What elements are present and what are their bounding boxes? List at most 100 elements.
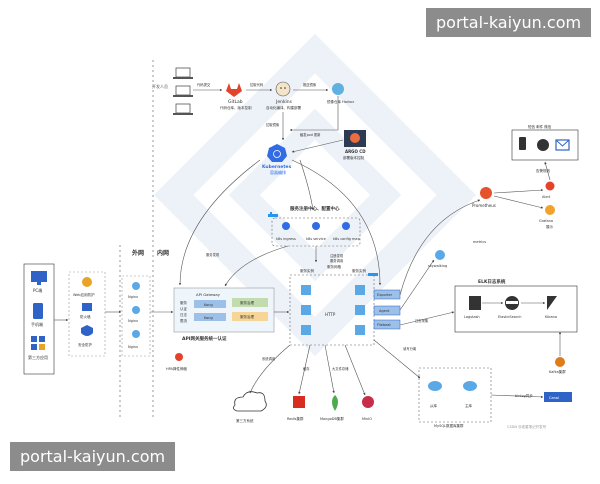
argocd-desc: 部署版本控制: [343, 155, 364, 160]
logstash-node: Logstash: [464, 296, 481, 319]
alert-rule: 告警规则: [536, 168, 550, 173]
agent-item-2: Filebeat: [377, 323, 391, 327]
app-icon: [31, 336, 45, 350]
pod-icon: [355, 285, 365, 295]
phone-icon: [519, 137, 526, 150]
gateway-cell-2: 服务治理: [240, 300, 254, 305]
pod-icon: [355, 305, 365, 315]
configmap-node: k8s config map: [333, 222, 361, 241]
storage-item-2: MinIO: [362, 417, 372, 421]
gateway-caption: API网关服务统一认证: [182, 335, 227, 342]
ms-title-2: 服务实例: [352, 268, 366, 273]
prometheus-node: Prometheus: [472, 187, 496, 208]
outer-label: 外网: [131, 249, 144, 257]
argocd-node: ARGO CD 部署版本控制: [343, 130, 366, 160]
docker-icon: [268, 212, 278, 217]
mysql-node-0: 从库: [430, 403, 438, 408]
skywalking-label: skywalking: [428, 264, 447, 268]
mysql-node-1: 主库: [465, 403, 473, 408]
inner-label: 内网: [157, 249, 169, 257]
edge-label-pod-update: 触发pod 更新: [300, 132, 321, 137]
kubernetes-icon: [267, 144, 287, 162]
developer-group: 开发人员: [152, 67, 193, 115]
mysql-label: MySQL数据库集群: [434, 423, 464, 428]
gitlab-name: GitLab: [228, 99, 243, 105]
argocd-icon: [350, 133, 360, 143]
gateway-name: API Gateway: [196, 292, 221, 297]
edge-label-bigfile: 大文件存储: [332, 366, 349, 371]
client-item-0: PC端: [33, 287, 42, 293]
ingress-node: k8s ingress: [276, 222, 296, 241]
edge-label-pull: 拉取代码: [250, 82, 264, 87]
third-party-label: 第三方系统: [236, 418, 254, 423]
kubernetes-name: Kubernetes: [262, 164, 292, 170]
laptop-icon: [173, 67, 193, 79]
docker-icon: [368, 273, 378, 276]
service-node: k8s service: [306, 222, 326, 241]
elk-title: ELK日志系统: [478, 278, 506, 285]
mail-icon: [555, 139, 570, 151]
nginx-group: Nginx Nginx Nginx: [121, 275, 151, 357]
kubernetes-node: Kubernetes 容器编排: [262, 144, 292, 175]
harbor-node: 镜像仓库 Harbor: [327, 83, 355, 104]
argocd-name: ARGO CD: [345, 149, 366, 154]
gateway-cell-3: 服务治理: [240, 314, 254, 319]
kafka-label: Kafka集群: [549, 369, 566, 374]
security-item-1: 防火墙: [80, 314, 91, 319]
ms-title-1: 服务网格: [327, 264, 341, 269]
edge-label-rw: 读写分离: [403, 346, 417, 351]
pod-icon: [301, 305, 311, 315]
edge-label-system-call: 系统调用: [262, 356, 275, 361]
grafana-label: Grafana: [539, 219, 553, 223]
ms-title-0: 服务实例: [300, 268, 314, 273]
edge-label-discovery: 服务发现: [206, 252, 220, 257]
phone-icon: [33, 303, 43, 319]
kibana-node: Kibana: [545, 296, 557, 319]
gitlab-node: GitLab 代码仓库、版本控制: [220, 83, 252, 110]
storage-item-1: MongoDB集群: [320, 416, 344, 421]
edge-label-cache: 缓存: [303, 366, 310, 371]
binlog-label: binlog同步: [515, 393, 533, 398]
edge-label-log: 日志采集: [415, 318, 429, 323]
alert-node: Alert: [542, 181, 555, 199]
redis-node: Redis集群: [287, 396, 305, 421]
edges: [54, 88, 562, 399]
gateway-label-2: 日志: [180, 312, 187, 317]
client-item-1: 手机端: [31, 321, 43, 327]
credit-text: CSDN @老星笔记开发号: [507, 424, 547, 429]
gitlab-desc: 代码仓库、版本控制: [220, 105, 252, 110]
nginx-icon: [132, 330, 140, 338]
storage-group: 第三方系统 Redis集群 MongoDB集群 MinIO: [233, 391, 374, 423]
nginx-item-0: Nginx: [128, 295, 138, 299]
canal-label: Canal: [549, 396, 559, 400]
mysql-group: 从库 主库 MySQL数据库集群: [418, 367, 492, 428]
api-gateway-group: API Gateway 服务 认证 日志 限流 Kong Kong 服务治理 服…: [173, 287, 275, 342]
elk-item-0: Logstash: [464, 315, 480, 319]
gitlab-icon: [226, 83, 242, 97]
laptop-icon: [173, 103, 193, 115]
agent-item-0: Exporter: [377, 293, 393, 297]
clients-group: PC端 手机端 第三方应用: [23, 263, 55, 375]
jenkins-name: Jenkins: [275, 99, 293, 105]
storage-item-0: Redis集群: [287, 416, 304, 421]
metrics-label: metrics: [473, 240, 486, 244]
elk-item-1: ElasticSearch: [498, 315, 521, 319]
edge-label-pull-image: 拉取镜像: [266, 122, 280, 127]
registry-item-0: k8s ingress: [276, 237, 296, 241]
gateway-cell-1: Kong: [204, 316, 213, 320]
registry-item-2: k8s config map: [333, 237, 361, 241]
nginx-icon: [132, 306, 140, 314]
pod-icon: [355, 325, 365, 335]
prometheus-label: Prometheus: [472, 203, 496, 208]
gateway-label-0: 服务: [180, 300, 187, 305]
agents-group: Exporter Agent Filebeat: [373, 289, 401, 330]
gateway-label-3: 限流: [180, 318, 187, 323]
pod-icon: [301, 325, 311, 335]
edge-label-push: 推送镜像: [303, 82, 317, 87]
canal-node: Canal: [544, 392, 572, 402]
nginx-item-2: Nginx: [128, 345, 138, 349]
jenkins-node: Jenkins 自动化编译、构建部署: [266, 81, 301, 110]
skywalking-node: skywalking: [428, 250, 447, 268]
